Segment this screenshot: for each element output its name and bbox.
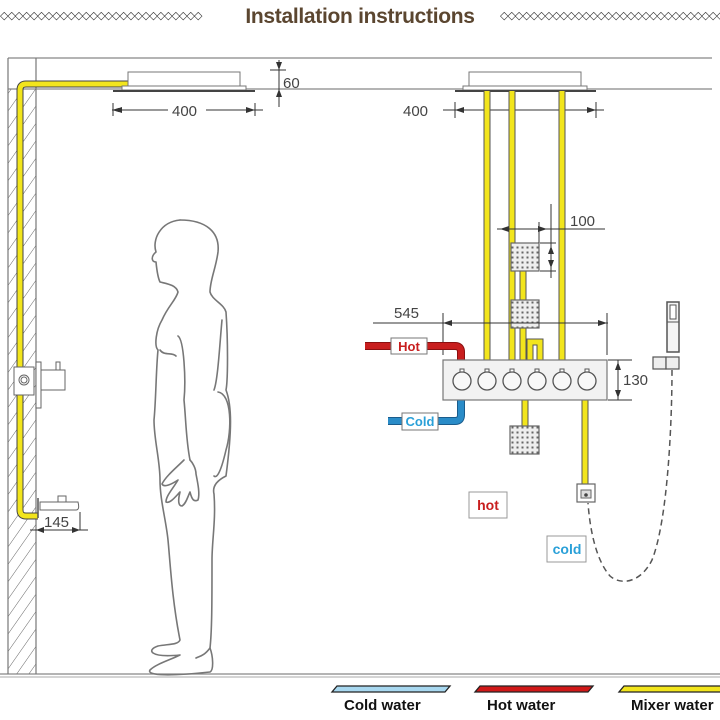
jet-spacing-value: 100 (570, 213, 595, 230)
valve-handle-icon (502, 368, 522, 391)
valve-handle-icon (452, 368, 472, 391)
legend-swatch (473, 685, 595, 693)
panel-width-dimension (373, 313, 608, 355)
hot-tag-label: hot (477, 497, 499, 513)
wall-outlet-elbow (576, 483, 596, 503)
left-width-dimension (112, 103, 263, 116)
right-width-dimension (443, 102, 604, 118)
spout-value: 145 (44, 514, 69, 531)
body-jet-middle (510, 299, 540, 329)
valve-handle-icon (477, 368, 497, 391)
valve-handle-icon (552, 368, 572, 391)
title-bar: ◇◇◇◇◇◇◇◇◇◇◇◇◇◇◇◇◇◇◇◇◇◇◇◇◇◇◇ Installation… (0, 0, 720, 36)
cold-inlet-tag (401, 412, 439, 431)
height-dimension (270, 60, 286, 107)
valve-handles (452, 368, 597, 391)
shower-hose (587, 369, 673, 582)
left-ceiling-shower-head (113, 71, 255, 92)
legend-label: Cold water (344, 697, 421, 714)
page-title: Installation instructions (245, 5, 475, 28)
jet-spacing-dimension (497, 204, 605, 278)
cold-inlet-label: Cold (406, 414, 435, 429)
cold-inlet-pipe (388, 400, 465, 425)
wall-spout (37, 495, 80, 518)
right-ornament: ◇◇◇◇◇◇◇◇◇◇◇◇◇◇◇◇◇◇◇◇◇◇◇◇◇◇◇◇◇◇◇ (500, 10, 720, 22)
hot-inlet-tag (390, 337, 428, 355)
panel-height-value: 130 (623, 372, 648, 389)
hot-tag-box (468, 491, 508, 519)
height-value: 60 (283, 75, 300, 92)
handheld-shower-icon (652, 301, 680, 370)
legend-item: Hot water (473, 685, 595, 714)
legend-item: Mixer water (617, 685, 720, 714)
legend-label: Hot water (487, 697, 556, 714)
valve-handle-icon (577, 368, 597, 391)
hot-inlet-pipe (365, 342, 465, 362)
left-width-value: 400 (172, 103, 197, 120)
legend-label: Mixer water (631, 697, 714, 714)
wall-thermostatic-valve (13, 361, 66, 409)
body-jet-lower (509, 425, 540, 455)
left-mixer-pipe (16, 80, 128, 520)
legend-swatch (330, 685, 452, 693)
right-ceiling-shower-head (455, 71, 596, 92)
body-jet-upper (510, 242, 540, 272)
panel-width-value: 545 (394, 305, 419, 322)
spout-dimension (30, 512, 88, 533)
valve-handle-icon (527, 368, 547, 391)
legend-swatch (617, 685, 720, 693)
cold-tag-box (546, 535, 587, 563)
right-width-value: 400 (403, 103, 428, 120)
legend: Cold water Hot water Mixer water (330, 685, 720, 714)
cold-tag-label: cold (553, 541, 582, 557)
left-ornament: ◇◇◇◇◇◇◇◇◇◇◇◇◇◇◇◇◇◇◇◇◇◇◇◇◇◇◇ (0, 10, 202, 22)
panel-height-dimension (608, 359, 632, 401)
room-outline (0, 57, 720, 678)
legend-item: Cold water (330, 685, 452, 714)
hot-inlet-label: Hot (398, 339, 420, 354)
human-figure-icon (148, 219, 232, 676)
